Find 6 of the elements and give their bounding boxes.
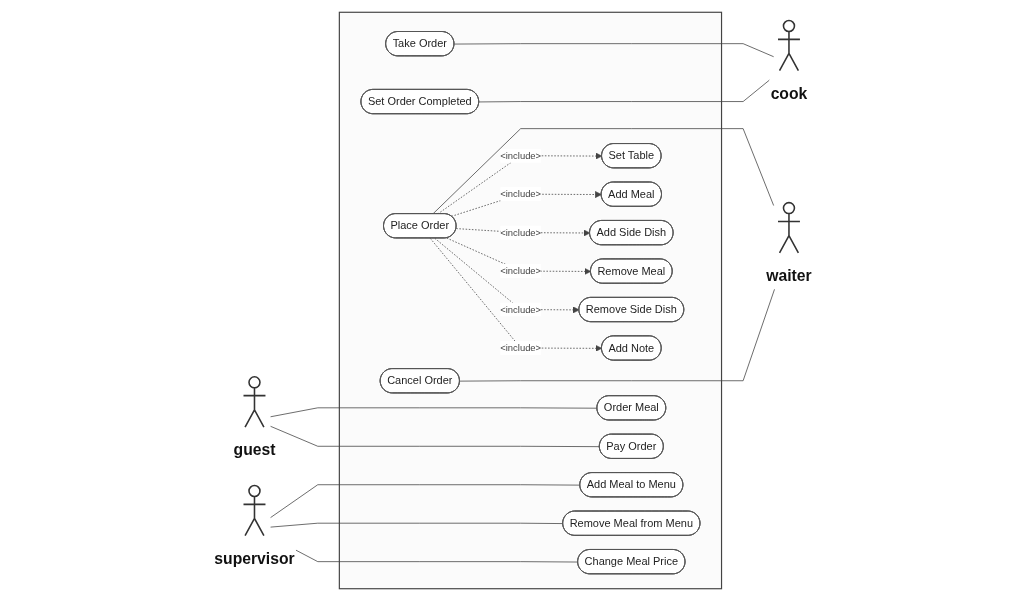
edge-label: <include> (500, 188, 542, 200)
edge-label: <include> (500, 342, 542, 354)
edge-label: <include> (500, 265, 542, 277)
edge-label: <include> (500, 304, 542, 316)
edge-label: <include> (500, 150, 542, 162)
edge-label: <include> (500, 227, 542, 239)
